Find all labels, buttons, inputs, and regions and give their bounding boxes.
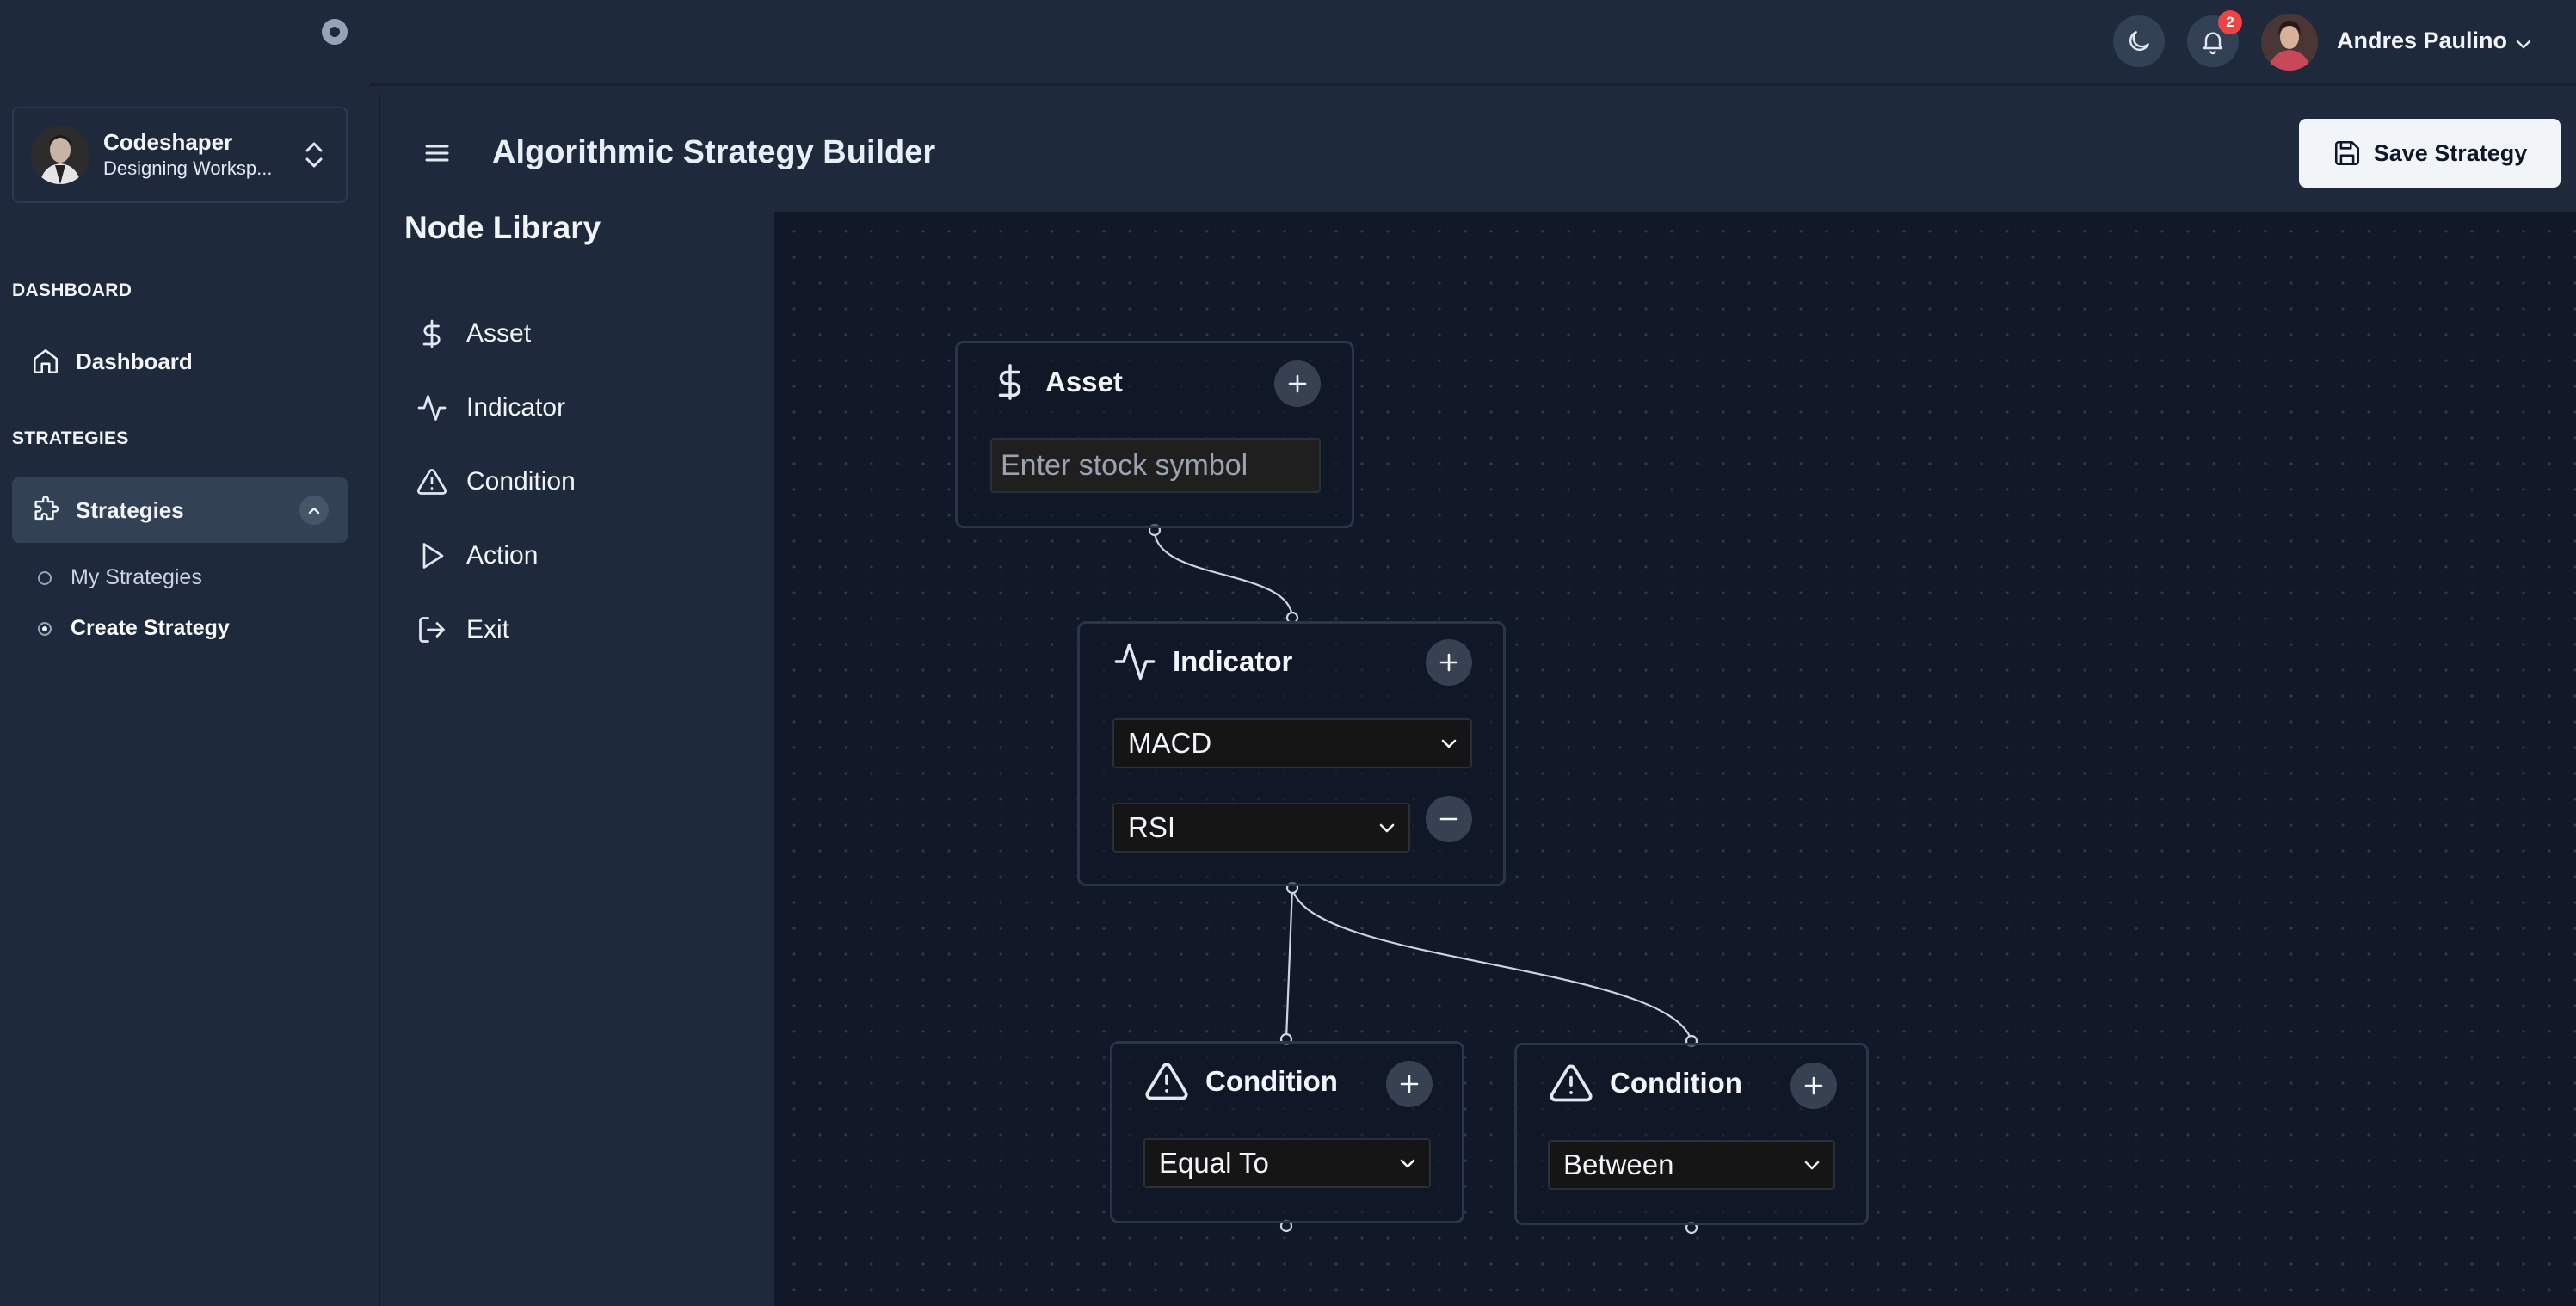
node-title: Indicator bbox=[1173, 645, 1293, 677]
select-value: Equal To bbox=[1159, 1147, 1269, 1179]
workspace-avatar bbox=[31, 126, 89, 184]
library-item-asset[interactable]: Asset bbox=[416, 318, 531, 349]
plus-icon bbox=[1439, 653, 1458, 672]
dollar-icon bbox=[422, 319, 441, 348]
alert-triangle-icon bbox=[1145, 1063, 1188, 1100]
add-button[interactable] bbox=[1790, 1063, 1837, 1109]
indicator-node[interactable]: Indicator MACD RSI bbox=[1077, 621, 1506, 886]
node-title: Condition bbox=[1205, 1065, 1338, 1097]
remove-button[interactable] bbox=[1426, 796, 1472, 842]
sidebar-toggle-dot[interactable] bbox=[322, 19, 348, 45]
notification-count-badge: 2 bbox=[2218, 10, 2242, 34]
minus-icon bbox=[1439, 817, 1458, 821]
library-item-label: Asset bbox=[466, 319, 532, 348]
dollar-icon bbox=[998, 364, 1021, 400]
library-item-indicator[interactable]: Indicator bbox=[416, 392, 565, 423]
sidebar-subitem-create-strategy[interactable]: Create Strategy bbox=[38, 616, 230, 641]
theme-toggle-button[interactable] bbox=[2113, 15, 2165, 67]
library-item-action[interactable]: Action bbox=[416, 540, 538, 571]
chevron-up-icon bbox=[308, 507, 320, 514]
page-title: Algorithmic Strategy Builder bbox=[492, 134, 936, 170]
sidebar-item-strategies[interactable]: Strategies bbox=[12, 477, 348, 543]
node-title: Asset bbox=[1045, 366, 1123, 397]
node-library-title: Node Library bbox=[404, 210, 601, 245]
library-item-condition[interactable]: Condition bbox=[416, 466, 576, 497]
indicator-select-1[interactable]: MACD bbox=[1112, 718, 1472, 768]
add-button[interactable] bbox=[1426, 639, 1472, 686]
home-icon bbox=[33, 348, 59, 374]
select-value: Between bbox=[1563, 1149, 1674, 1180]
chevron-down-icon bbox=[1804, 1161, 1820, 1170]
menu-icon[interactable] bbox=[420, 136, 454, 170]
bell-icon bbox=[2203, 32, 2223, 55]
user-avatar[interactable] bbox=[2261, 14, 2318, 71]
chevron-down-icon bbox=[1400, 1159, 1415, 1168]
section-label-dashboard: DASHBOARD bbox=[12, 280, 132, 300]
select-value: RSI bbox=[1128, 811, 1176, 843]
node-header: Condition bbox=[1143, 1059, 1338, 1104]
library-item-label: Indicator bbox=[466, 393, 566, 422]
bullet-icon bbox=[38, 621, 52, 636]
condition-node-1[interactable]: Condition Equal To bbox=[1110, 1041, 1464, 1223]
workspace-switcher[interactable]: Codeshaper Designing Worksp... bbox=[12, 107, 348, 203]
select-value: MACD bbox=[1128, 727, 1212, 759]
chevron-down-icon bbox=[1441, 739, 1457, 748]
moon-icon bbox=[2129, 31, 2149, 51]
save-button-label: Save Strategy bbox=[2373, 139, 2528, 166]
sidebar-subitem-my-strategies[interactable]: My Strategies bbox=[38, 565, 202, 590]
plus-icon bbox=[1400, 1075, 1419, 1093]
stock-symbol-input[interactable] bbox=[990, 438, 1321, 493]
subitem-label: My Strategies bbox=[71, 565, 202, 589]
workspace-name: Codeshaper bbox=[103, 129, 233, 155]
collapse-button[interactable] bbox=[299, 496, 329, 525]
alert-triangle-icon bbox=[416, 469, 447, 495]
top-bar bbox=[370, 0, 2576, 86]
workspace-subtitle: Designing Worksp... bbox=[103, 157, 273, 179]
asset-node[interactable]: Asset bbox=[955, 341, 1354, 528]
plus-icon bbox=[1288, 374, 1307, 393]
save-strategy-button[interactable]: Save Strategy bbox=[2299, 119, 2561, 188]
node-header: Condition bbox=[1548, 1061, 1742, 1106]
chevron-down-icon bbox=[1379, 823, 1395, 833]
library-item-label: Exit bbox=[466, 615, 510, 644]
node-header: Indicator bbox=[1112, 639, 1292, 684]
bullet-icon bbox=[38, 570, 52, 585]
node-header: Asset bbox=[990, 360, 1123, 404]
condition-select[interactable]: Equal To bbox=[1143, 1138, 1431, 1188]
sidebar: Codeshaper Designing Worksp... DASHBOARD… bbox=[0, 0, 370, 1306]
sidebar-item-dashboard[interactable]: Dashboard bbox=[12, 329, 348, 394]
add-button[interactable] bbox=[1274, 360, 1321, 407]
indicator-select-2[interactable]: RSI bbox=[1112, 803, 1410, 853]
condition-node-2[interactable]: Condition Between bbox=[1514, 1043, 1869, 1225]
save-icon bbox=[2334, 140, 2359, 166]
library-item-label: Condition bbox=[466, 467, 576, 496]
sidebar-item-label: Dashboard bbox=[76, 348, 193, 374]
plus-icon bbox=[1804, 1076, 1823, 1095]
condition-select[interactable]: Between bbox=[1548, 1140, 1835, 1190]
activity-icon bbox=[1114, 643, 1156, 681]
library-item-label: Action bbox=[466, 541, 539, 570]
activity-icon bbox=[417, 395, 447, 421]
node-title: Condition bbox=[1610, 1067, 1742, 1099]
node-library bbox=[380, 212, 776, 1306]
add-button[interactable] bbox=[1386, 1061, 1433, 1107]
subitem-label: Create Strategy bbox=[71, 616, 230, 640]
sidebar-item-label: Strategies bbox=[76, 496, 184, 523]
puzzle-icon bbox=[34, 496, 59, 521]
library-item-exit[interactable]: Exit bbox=[416, 614, 509, 645]
chevron-down-icon[interactable] bbox=[2511, 31, 2536, 57]
notifications-button[interactable]: 2 bbox=[2187, 10, 2242, 67]
log-out-icon bbox=[419, 617, 445, 643]
alert-triangle-icon bbox=[1550, 1064, 1593, 1102]
user-name[interactable]: Andres Paulino bbox=[2337, 28, 2508, 53]
chevron-up-down-icon bbox=[305, 142, 323, 168]
section-label-strategies: STRATEGIES bbox=[12, 428, 129, 448]
play-icon bbox=[422, 543, 444, 569]
page-header: Algorithmic Strategy Builder Save Strate… bbox=[380, 91, 2576, 212]
